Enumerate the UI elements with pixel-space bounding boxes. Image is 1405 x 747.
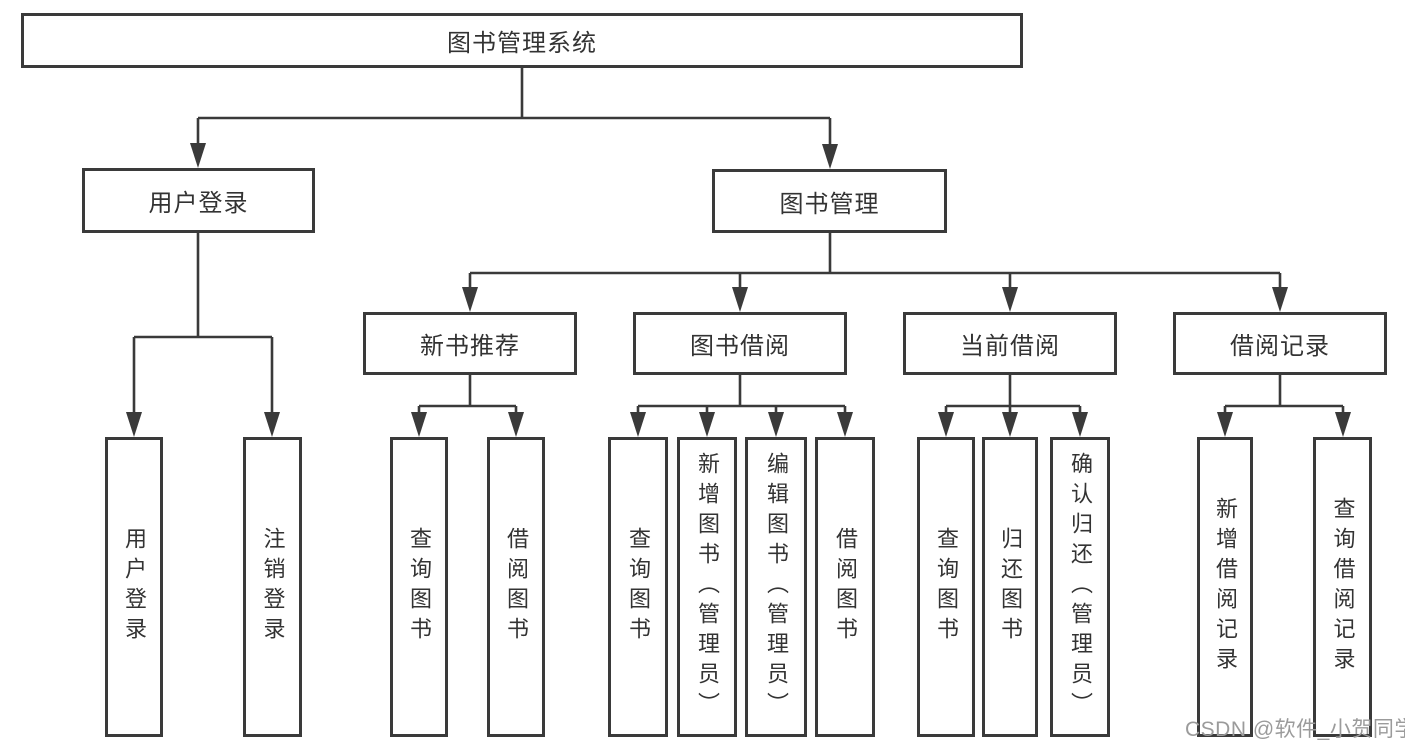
arrowhead-icon xyxy=(1072,412,1088,437)
node-leaf-query-book-2: 查询图书 xyxy=(608,437,668,737)
node-leaf-borrow-book-2: 借阅图书 xyxy=(815,437,875,737)
node-leaf-add-borrow-record: 新增借阅记录 xyxy=(1197,437,1253,737)
arrowhead-icon xyxy=(1335,412,1351,437)
arrowhead-icon xyxy=(190,143,206,168)
node-leaf-user-login: 用户登录 xyxy=(105,437,163,737)
node-new-book-recommend: 新书推荐 xyxy=(363,312,577,375)
arrowhead-icon xyxy=(1272,287,1288,312)
arrowhead-icon xyxy=(1002,412,1018,437)
node-leaf-edit-book-admin: 编辑图书（管理员） xyxy=(745,437,807,737)
arrowhead-icon xyxy=(1217,412,1233,437)
arrowhead-icon xyxy=(264,412,280,437)
csdn-watermark: CSDN @软件_小贺同学 xyxy=(1185,718,1405,741)
node-leaf-confirm-return-admin: 确认归还（管理员） xyxy=(1050,437,1110,737)
node-leaf-logout: 注销登录 xyxy=(243,437,302,737)
arrowhead-icon xyxy=(411,412,427,437)
arrowhead-icon xyxy=(938,412,954,437)
arrowhead-icon xyxy=(732,287,748,312)
arrowhead-icon xyxy=(630,412,646,437)
arrowheads xyxy=(126,143,1351,437)
node-leaf-return-book: 归还图书 xyxy=(982,437,1038,737)
node-book-borrow: 图书借阅 xyxy=(633,312,847,375)
arrowhead-icon xyxy=(462,287,478,312)
arrowhead-icon xyxy=(699,412,715,437)
arrowhead-icon xyxy=(1002,287,1018,312)
arrowhead-icon xyxy=(508,412,524,437)
arrowhead-icon xyxy=(768,412,784,437)
node-borrow-records: 借阅记录 xyxy=(1173,312,1387,375)
node-root-system: 图书管理系统 xyxy=(21,13,1023,68)
node-leaf-borrow-book-1: 借阅图书 xyxy=(487,437,545,737)
node-book-management: 图书管理 xyxy=(712,169,947,233)
node-user-login: 用户登录 xyxy=(82,168,315,233)
node-leaf-query-book-1: 查询图书 xyxy=(390,437,448,737)
node-leaf-query-book-3: 查询图书 xyxy=(917,437,975,737)
arrowhead-icon xyxy=(822,144,838,169)
node-leaf-add-book-admin: 新增图书（管理员） xyxy=(677,437,737,737)
arrowhead-icon xyxy=(126,412,142,437)
arrowhead-icon xyxy=(837,412,853,437)
node-leaf-query-borrow-record: 查询借阅记录 xyxy=(1313,437,1372,737)
node-current-borrow: 当前借阅 xyxy=(903,312,1117,375)
